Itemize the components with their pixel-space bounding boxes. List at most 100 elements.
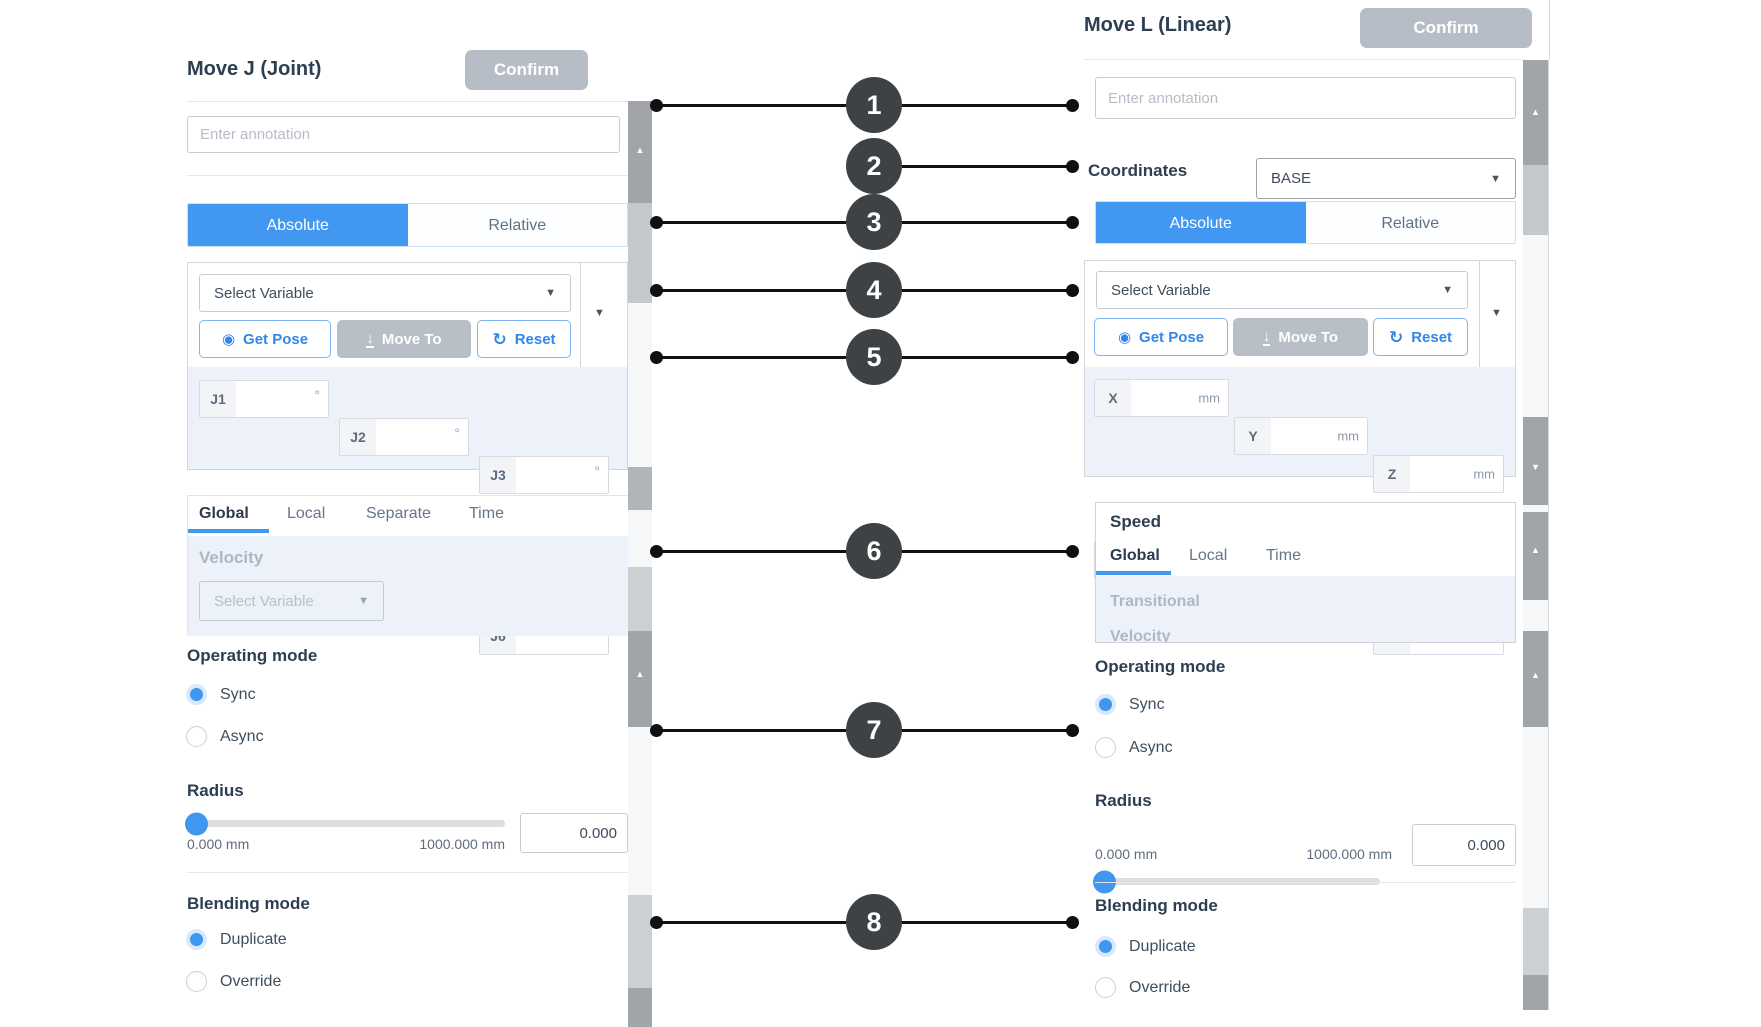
coordinates-select[interactable]: BASE ▼ (1256, 158, 1516, 199)
radio-button[interactable] (1095, 737, 1116, 758)
callout-line (650, 544, 846, 558)
speed-tab-time[interactable]: Time (469, 505, 504, 522)
tab-relative[interactable]: Relative (1305, 202, 1515, 243)
joint-field-j1[interactable]: J1 ° (199, 380, 329, 418)
radio-button[interactable] (186, 971, 207, 992)
callout-line (902, 915, 1079, 929)
radio-async[interactable]: Async (186, 726, 264, 747)
move-to-button[interactable]: ↓ Move To (1233, 318, 1368, 356)
radio-duplicate[interactable]: Duplicate (186, 929, 287, 950)
radio-button-checked[interactable] (186, 929, 207, 950)
callout-line (650, 915, 846, 929)
joint-field-j2[interactable]: J2 ° (339, 418, 469, 456)
scrollbar-thumb[interactable]: ▲ (1523, 60, 1548, 165)
scrollbar-thumb[interactable]: ▲ (628, 631, 652, 727)
left-panel-scrollbar[interactable]: ▲ ▲ (628, 101, 652, 1027)
speed-tab-global[interactable]: Global (199, 505, 249, 522)
divider (187, 175, 628, 176)
tab-absolute[interactable]: Absolute (188, 204, 408, 246)
radio-override[interactable]: Override (186, 971, 281, 992)
chevron-down-icon: ▼ (545, 287, 556, 299)
callout-number: 5 (846, 329, 902, 385)
speed-tab-global[interactable]: Global (1110, 547, 1160, 564)
pose-field-z[interactable]: Z mm (1373, 455, 1504, 493)
radius-value-input[interactable] (1412, 824, 1516, 866)
confirm-button[interactable]: Confirm (465, 50, 588, 90)
reset-button[interactable]: ↻ Reset (1373, 318, 1468, 356)
callout-2: 2 (0, 138, 1761, 194)
scrollbar-thumb[interactable] (628, 895, 652, 988)
callout-number: 2 (846, 138, 902, 194)
scrollbar-thumb[interactable]: ▲ (628, 101, 652, 203)
callout-number: 3 (846, 194, 902, 250)
radio-async[interactable]: Async (1095, 737, 1173, 758)
radio-button-checked[interactable] (186, 684, 207, 705)
radio-sync[interactable]: Sync (1095, 694, 1165, 715)
scroll-up-icon[interactable]: ▲ (635, 669, 645, 679)
scrollbar-thumb[interactable] (1523, 975, 1548, 1010)
speed-tab-local[interactable]: Local (1189, 547, 1228, 564)
get-pose-button[interactable]: ◉ Get Pose (1094, 318, 1228, 356)
right-panel-scrollbar[interactable]: ▲ ▼ ▲ ▲ (1523, 60, 1549, 1010)
move-to-button[interactable]: ↓ Move To (337, 320, 471, 358)
scroll-up-icon[interactable]: ▲ (1531, 545, 1540, 555)
radio-button[interactable] (186, 726, 207, 747)
download-arrow-icon: ↓ (366, 329, 374, 348)
radius-value-input[interactable] (520, 813, 628, 853)
velocity-select[interactable]: Select Variable ▼ (199, 581, 384, 621)
scrollbar-thumb[interactable] (628, 988, 652, 1027)
pose-field-y[interactable]: Y mm (1234, 417, 1368, 455)
scrollbar-thumb[interactable] (628, 567, 652, 631)
scroll-up-icon[interactable]: ▲ (635, 145, 645, 155)
scroll-down-icon[interactable]: ▼ (1531, 462, 1540, 472)
radio-override[interactable]: Override (1095, 977, 1190, 998)
radius-slider[interactable] (1093, 870, 1380, 893)
callout-line (902, 544, 1079, 558)
scrollbar-thumb[interactable]: ▲ (1523, 512, 1548, 600)
scrollbar-thumb[interactable] (1523, 908, 1548, 975)
radio-button-checked[interactable] (1095, 936, 1116, 957)
tab-absolute[interactable]: Absolute (1096, 202, 1306, 243)
callout-6: 6 (0, 523, 1761, 579)
radio-label: Duplicate (220, 930, 287, 948)
pose-field-x[interactable]: X mm (1094, 379, 1229, 417)
get-pose-button[interactable]: ◉ Get Pose (199, 320, 331, 358)
slider-thumb[interactable] (1093, 870, 1116, 893)
callout-line (902, 159, 1079, 173)
reset-button[interactable]: ↻ Reset (477, 320, 571, 358)
callout-line (650, 215, 846, 229)
scrollbar-thumb[interactable]: ▼ (1523, 417, 1548, 505)
slider-thumb[interactable] (185, 812, 208, 835)
scrollbar-thumb[interactable] (628, 467, 652, 510)
field-label: X (1095, 380, 1131, 416)
speed-tab-time[interactable]: Time (1266, 547, 1301, 564)
annotation-input[interactable] (187, 116, 620, 153)
scroll-up-icon[interactable]: ▲ (1531, 107, 1540, 117)
variable-select[interactable]: Select Variable ▼ (1096, 271, 1468, 309)
joint-field-j3[interactable]: J3 ° (479, 456, 609, 494)
velocity-label: Velocity (199, 548, 264, 567)
speed-tab-local[interactable]: Local (287, 505, 326, 522)
scrollbar-thumb[interactable]: ▲ (1523, 631, 1548, 727)
radio-button[interactable] (1095, 977, 1116, 998)
chevron-down-icon[interactable]: ▼ (594, 307, 605, 319)
callout-number: 6 (846, 523, 902, 579)
radio-button-checked[interactable] (1095, 694, 1116, 715)
chevron-down-icon[interactable]: ▼ (1491, 307, 1502, 319)
scrollbar-thumb[interactable] (628, 203, 652, 303)
divider (1084, 59, 1523, 60)
field-label: Y (1235, 418, 1271, 454)
scrollbar-thumb[interactable] (1523, 165, 1548, 235)
tab-relative[interactable]: Relative (407, 204, 627, 246)
variable-select[interactable]: Select Variable ▼ (199, 274, 571, 312)
speed-heading: Speed (1110, 512, 1162, 531)
speed-tab-separate[interactable]: Separate (366, 505, 431, 522)
radio-sync[interactable]: Sync (186, 684, 256, 705)
callout-line (650, 723, 846, 737)
radius-slider[interactable] (185, 812, 505, 835)
annotation-input[interactable] (1095, 77, 1516, 119)
radio-duplicate[interactable]: Duplicate (1095, 936, 1196, 957)
scroll-up-icon[interactable]: ▲ (1531, 670, 1540, 680)
confirm-button[interactable]: Confirm (1360, 8, 1532, 48)
slider-min-label: 0.000 mm (1095, 846, 1158, 862)
